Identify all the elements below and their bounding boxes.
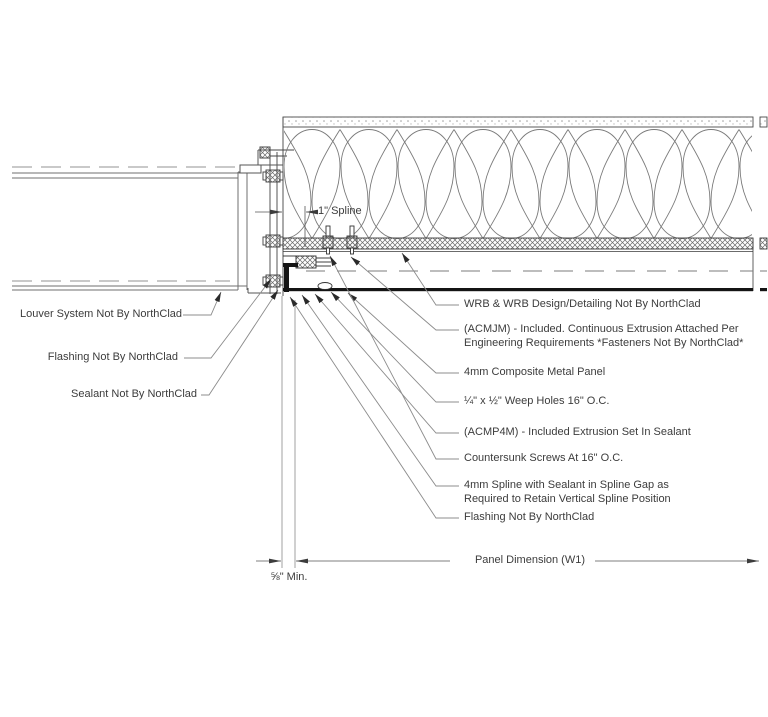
anchor-bolt-top (259, 146, 294, 159)
callout-wrb: WRB & WRB Design/Detailing Not By NorthC… (464, 298, 701, 310)
leader-acmp4m (314, 293, 459, 434)
leader-weep-holes (330, 291, 459, 403)
fastener-bolts (262, 169, 284, 288)
dimension-min-offset-text: ⅝" Min. (270, 571, 308, 583)
weep-hole-oval (317, 282, 333, 290)
leader-louver-system (183, 291, 222, 316)
callout-countersunk-screws: Countersunk Screws At 16" O.C. (464, 452, 624, 464)
acmp4m-extrusion (283, 255, 331, 269)
bottom-dimension-lines (256, 296, 759, 568)
flashing-profile (283, 263, 298, 292)
leader-acmjm (350, 256, 459, 331)
callout-louver-system: Louver System Not By NorthClad (19, 308, 182, 320)
dimension-panel-width-text: Panel Dimension (W1) (474, 554, 586, 566)
dimension-spline-text: 1" Spline (318, 205, 362, 217)
callout-acmjm: (ACMJM) - Included. Continuous Extrusion… (464, 323, 744, 349)
leader-countersunk-screws (329, 255, 459, 460)
callout-sealant-left: Sealant Not By NorthClad (71, 388, 197, 400)
sheathing-band (282, 116, 768, 128)
wrb-extrusion-band (282, 237, 768, 291)
callout-acmp4m: (ACMP4M) - Included Extrusion Set In Sea… (464, 426, 691, 438)
leader-lines (183, 252, 459, 519)
leader-wrb (401, 252, 459, 306)
leader-sealant-left (201, 289, 279, 396)
mullion-attachment-drawing (239, 117, 284, 296)
callout-flashing-right: Flashing Not By NorthClad (464, 511, 595, 523)
leader-flashing-right (289, 296, 459, 519)
insulation-batt-hatch (284, 129, 752, 239)
callout-spline: 4mm Spline with Sealant in Spline Gap as… (464, 479, 671, 505)
leader-flashing-left (184, 278, 272, 359)
callout-weep-holes: ¼" x ½" Weep Holes 16" O.C. (464, 395, 610, 407)
leader-composite-panel (347, 292, 459, 374)
spline-dimension (255, 206, 318, 247)
countersunk-screws (322, 225, 358, 255)
callout-flashing-left: Flashing Not By NorthClad (47, 351, 178, 363)
callout-composite-panel: 4mm Composite Metal Panel (464, 366, 606, 378)
composite-panel-line (283, 288, 767, 292)
louver-system-drawing (12, 166, 248, 291)
leader-spline (301, 294, 459, 487)
